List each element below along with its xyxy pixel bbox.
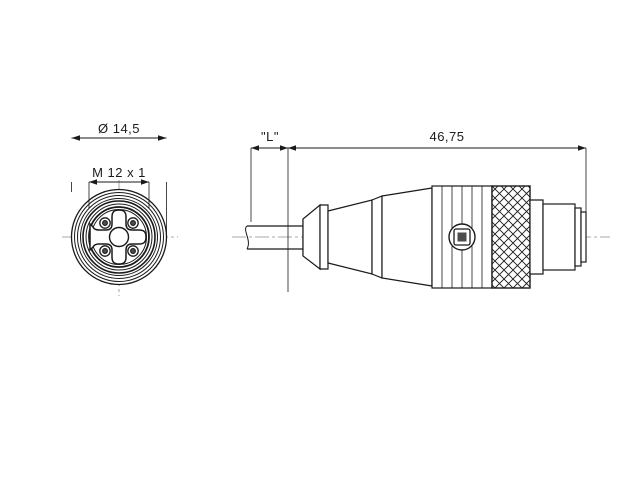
strain-relief-boot — [302, 203, 329, 271]
arrow-thread-right — [141, 179, 149, 185]
face-pin-2 — [127, 217, 139, 229]
sleeve-taper-1 — [327, 199, 373, 275]
body-sleeve — [327, 187, 433, 287]
arrow-total-left — [288, 145, 296, 151]
arrow-L-right — [280, 145, 288, 151]
face-ring-3 — [77, 195, 161, 279]
mating-ring-2 — [580, 211, 587, 263]
front-face-view — [70, 188, 168, 286]
knurled-coupling-nut — [491, 185, 531, 289]
mating-ring-1 — [574, 207, 582, 267]
sleeve-step — [371, 195, 383, 279]
face-thread-major — [88, 206, 150, 268]
cable-break-line — [245, 225, 249, 250]
mating-barrel — [542, 203, 576, 271]
sleeve-taper-2 — [381, 187, 433, 287]
label-outer-diameter: Ø 14,5 — [98, 121, 140, 136]
arrow-dia-left — [71, 135, 80, 141]
arrow-total-right — [578, 145, 586, 151]
face-ring-5 — [82, 200, 156, 274]
boot-collar — [319, 204, 329, 270]
cable — [245, 225, 303, 250]
arrow-L-left — [251, 145, 259, 151]
label-cable-length: "L" — [261, 129, 279, 144]
face-center-hub — [108, 226, 130, 248]
dimension-outer-diameter — [71, 135, 167, 236]
boot-cone — [302, 203, 321, 271]
mating-thread-end — [529, 199, 587, 275]
side-section-view — [245, 185, 587, 289]
mating-shoulder — [529, 199, 544, 275]
manufacturer-logo-badge — [448, 223, 476, 251]
label-thread: M 12 x 1 — [92, 165, 146, 180]
face-pin-3 — [99, 245, 111, 257]
dimension-thread — [88, 179, 150, 208]
face-pins — [99, 217, 139, 257]
face-pin-1 — [99, 217, 111, 229]
face-ring-6 — [85, 203, 153, 271]
face-ring-2 — [74, 192, 164, 282]
label-overall-length: 46,75 — [429, 129, 464, 144]
arrow-thread-left — [89, 179, 97, 185]
dimension-overall-length — [288, 145, 587, 214]
dimension-cable-length — [250, 145, 289, 292]
face-ring-4 — [80, 198, 158, 276]
face-pin-4 — [127, 245, 139, 257]
arrow-dia-right — [158, 135, 167, 141]
